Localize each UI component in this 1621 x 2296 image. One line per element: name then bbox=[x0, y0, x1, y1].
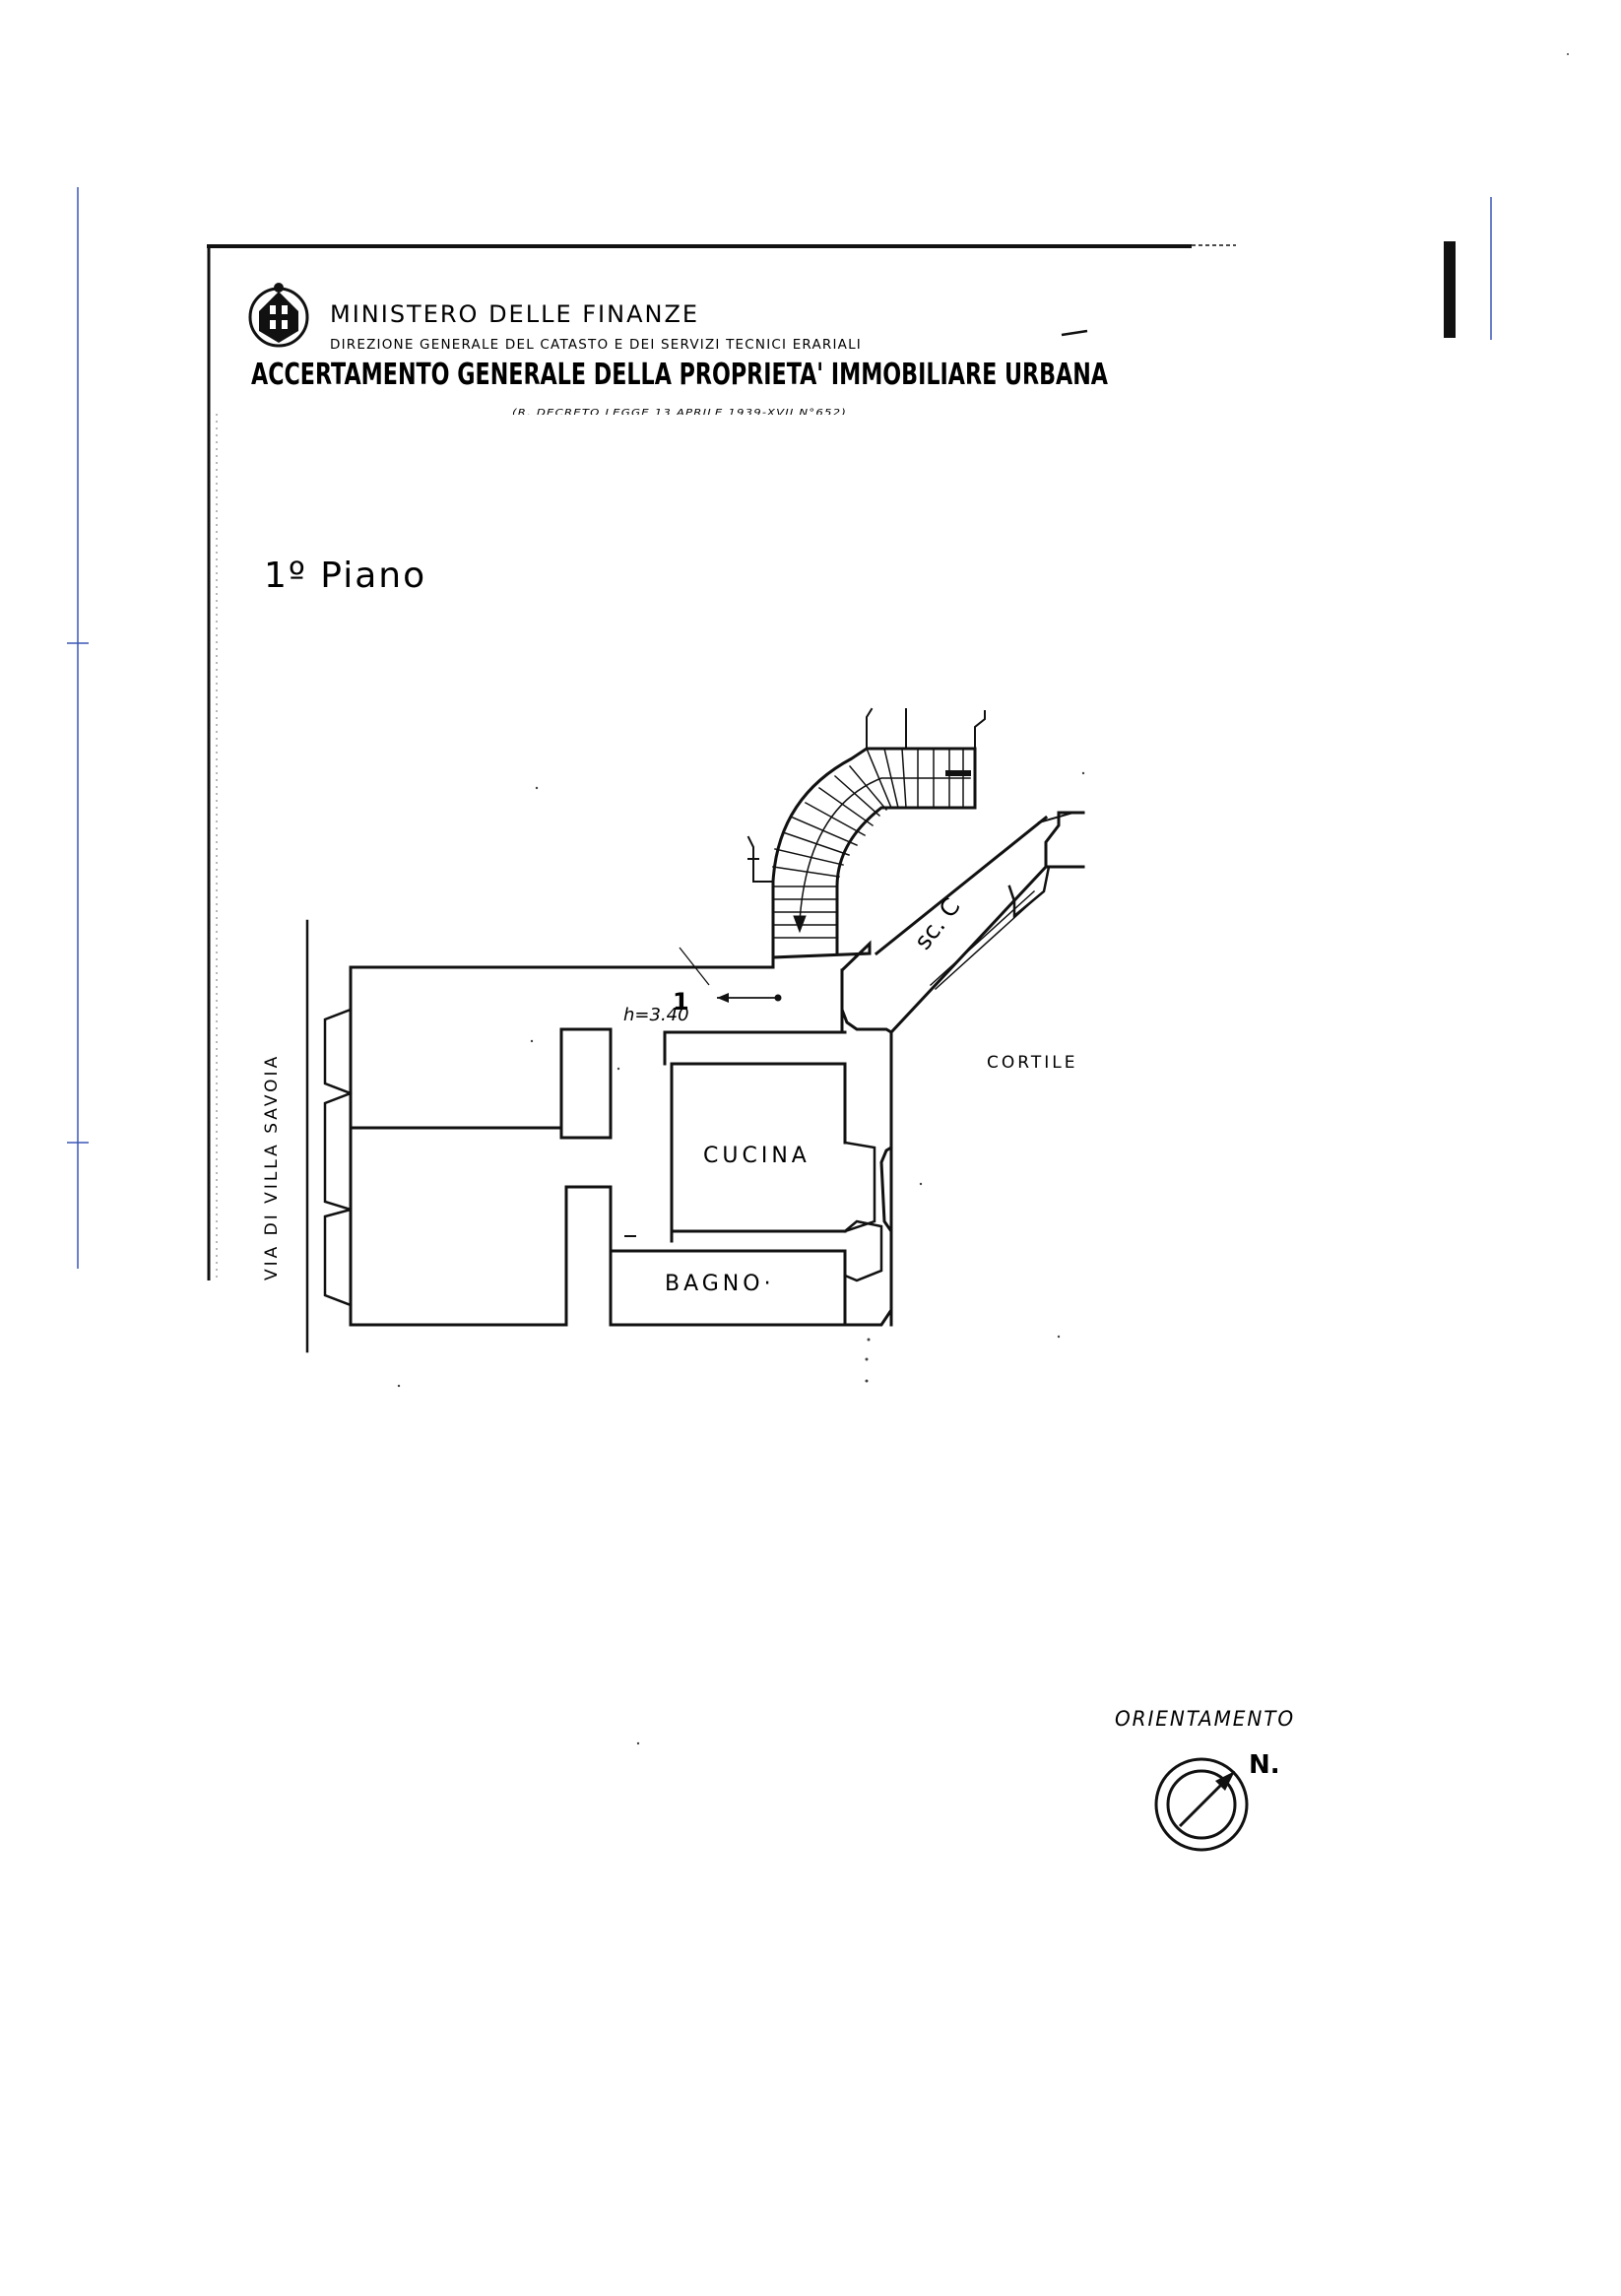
facade-windows bbox=[323, 1008, 353, 1307]
bathroom-label: BAGNO· bbox=[665, 1272, 775, 1296]
decree-reference: (R. DECRETO LEGGE 13 APRILE 1939-XVII N°… bbox=[512, 408, 847, 419]
courtyard-wall bbox=[888, 864, 1085, 1327]
bathroom-wall bbox=[609, 1249, 847, 1327]
direzione-name: DIREZIONE GENERALE DEL CATASTO E DEI SER… bbox=[330, 337, 862, 353]
floor-label: 1º Piano bbox=[264, 556, 426, 596]
decree-strip: (R. DECRETO LEGGE 13 APRILE 1939-XVII N°… bbox=[497, 408, 872, 425]
stair-walk-line bbox=[799, 777, 971, 922]
ceiling-height-label: h=3.40 bbox=[623, 1005, 689, 1025]
staircase-enclosure bbox=[771, 747, 977, 959]
exterior-wall bbox=[349, 940, 893, 1327]
floor-plan bbox=[305, 707, 1085, 1353]
compass-icon bbox=[1154, 1757, 1249, 1852]
margin-lines bbox=[67, 187, 1492, 1269]
courtyard-label: CORTILE bbox=[987, 1053, 1077, 1073]
kitchen-label: CUCINA bbox=[703, 1144, 810, 1168]
entrance-marker bbox=[679, 947, 782, 1003]
header-tick-mark bbox=[1061, 329, 1088, 337]
street-label: VIA DI VILLA SAVOIA bbox=[262, 1054, 282, 1280]
document-title: ACCERTAMENTO GENERALE DELLA PROPRIETA' I… bbox=[251, 358, 1109, 392]
ministry-name: MINISTERO DELLE FINANZE bbox=[330, 300, 699, 328]
kitchen-window bbox=[843, 1141, 876, 1233]
stair-steps bbox=[772, 748, 964, 939]
courtyard-window bbox=[1007, 865, 1051, 919]
sheet-frame bbox=[207, 244, 1236, 1280]
stair-label: sc. C bbox=[909, 893, 966, 955]
orientation-label: ORIENTAMENTO bbox=[1115, 1707, 1295, 1731]
corridor-wall bbox=[663, 1030, 847, 1066]
coat-of-arms-emblem bbox=[248, 283, 309, 348]
north-label: N. bbox=[1249, 1750, 1280, 1780]
chimney-stack bbox=[559, 1027, 613, 1140]
registration-bar bbox=[1444, 241, 1456, 338]
unit-number: 1 bbox=[673, 988, 689, 1016]
bathroom-window bbox=[843, 1219, 883, 1282]
scan-specks bbox=[397, 53, 1569, 1745]
